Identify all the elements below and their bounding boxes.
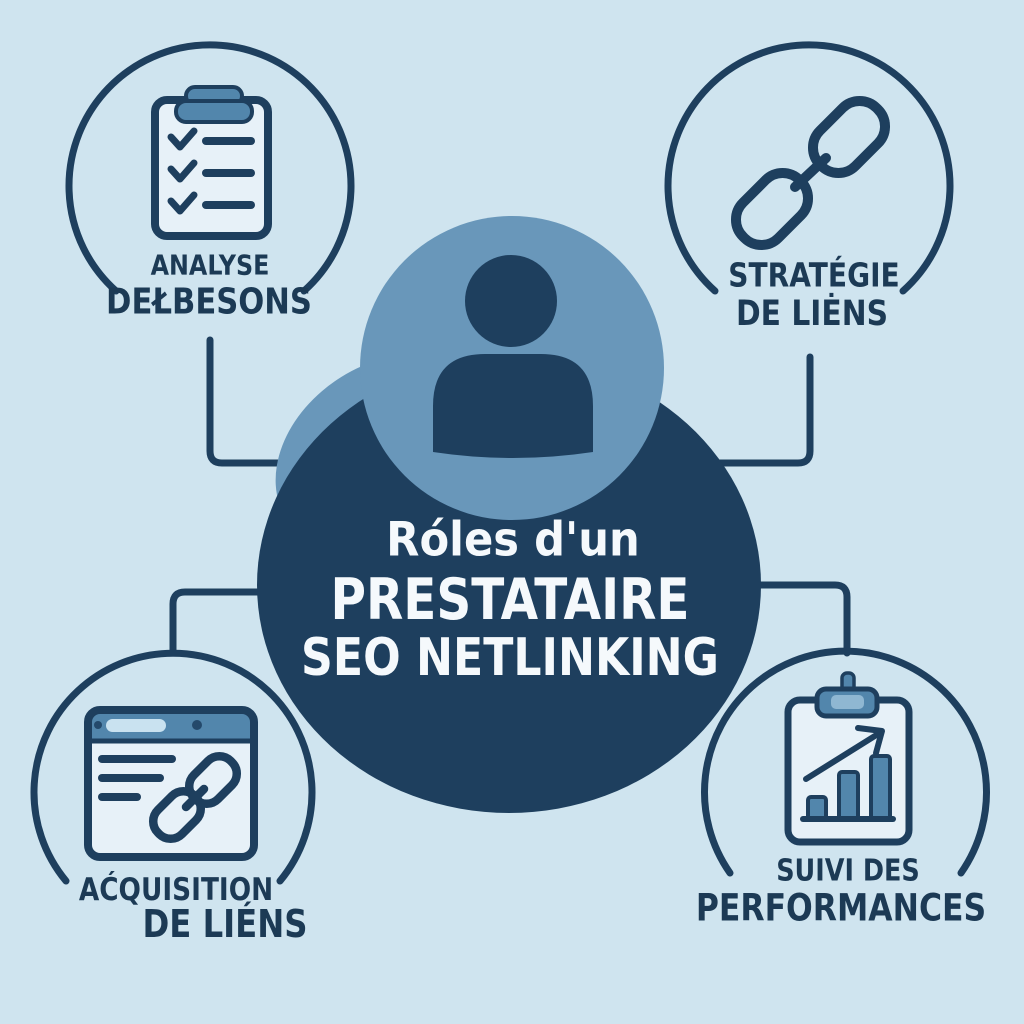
bar-chart-clipboard-icon	[784, 671, 913, 846]
check-icon-1	[167, 127, 198, 151]
browser-titlebar	[88, 710, 254, 741]
page-title-line3: SEO NETLINKING	[301, 628, 719, 688]
page-title-line1: Róles d'un	[386, 512, 640, 568]
connector-bottom-left	[169, 588, 434, 656]
check-icon-2	[167, 159, 198, 183]
browser-dot-left	[94, 721, 102, 729]
chain-link-icon	[730, 95, 891, 251]
chart-clip-slot	[831, 695, 864, 709]
label-suivi-line1: SUIVI DES	[776, 853, 920, 889]
label-acquisition-line1: AĆQUISITION	[78, 872, 274, 908]
browser-frame	[84, 706, 258, 861]
check-icon-3	[167, 191, 198, 215]
page-title-line2: PRESTATAIRE	[330, 567, 690, 633]
browser-chain-icon	[148, 751, 242, 844]
chart-trend-arrow-head	[855, 725, 885, 756]
avatar-head	[465, 255, 557, 347]
browser-text-lines	[98, 755, 176, 801]
browser-link-icon	[84, 706, 258, 861]
label-suivi-line2: PERFORMANCES	[695, 886, 987, 930]
clipboard-clip-bottom	[174, 99, 254, 124]
browser-chain-middle-bar	[181, 784, 209, 812]
label-strategie-line2: DE LIĖNS	[735, 294, 889, 334]
connector-top-right	[596, 353, 814, 467]
avatar-shoulders	[433, 354, 593, 458]
ring-strategie	[664, 41, 954, 295]
label-analyse-line1: ANALYSE	[150, 248, 270, 282]
center-circle	[257, 357, 761, 813]
browser-address-pill	[106, 719, 166, 732]
chain-middle-bar	[790, 153, 831, 192]
chart-bar-2	[837, 770, 860, 821]
node-rings	[30, 41, 990, 885]
checklist-lines	[202, 137, 255, 209]
checklist-clipboard-icon	[151, 85, 272, 240]
connectors	[169, 336, 851, 657]
ring-analyse	[65, 41, 355, 295]
chart-bar-3	[869, 754, 892, 821]
ring-suivi	[701, 647, 990, 877]
person-avatar-icon	[360, 216, 664, 520]
checklist-checks	[167, 127, 198, 215]
connector-top-left	[206, 336, 434, 467]
chart-trend-arrow-line	[803, 731, 881, 782]
connector-bottom-right	[606, 581, 851, 657]
label-analyse-line2: DEŁBESONS	[106, 281, 312, 323]
label-strategie-line1: STRATÉGIE	[728, 255, 900, 295]
browser-dot-right	[192, 720, 202, 730]
browser-body	[88, 710, 254, 857]
ring-acquisition	[30, 649, 316, 885]
label-acquisition-line2: DE LIÉNS	[142, 902, 308, 946]
chart-bar-1	[806, 795, 828, 821]
